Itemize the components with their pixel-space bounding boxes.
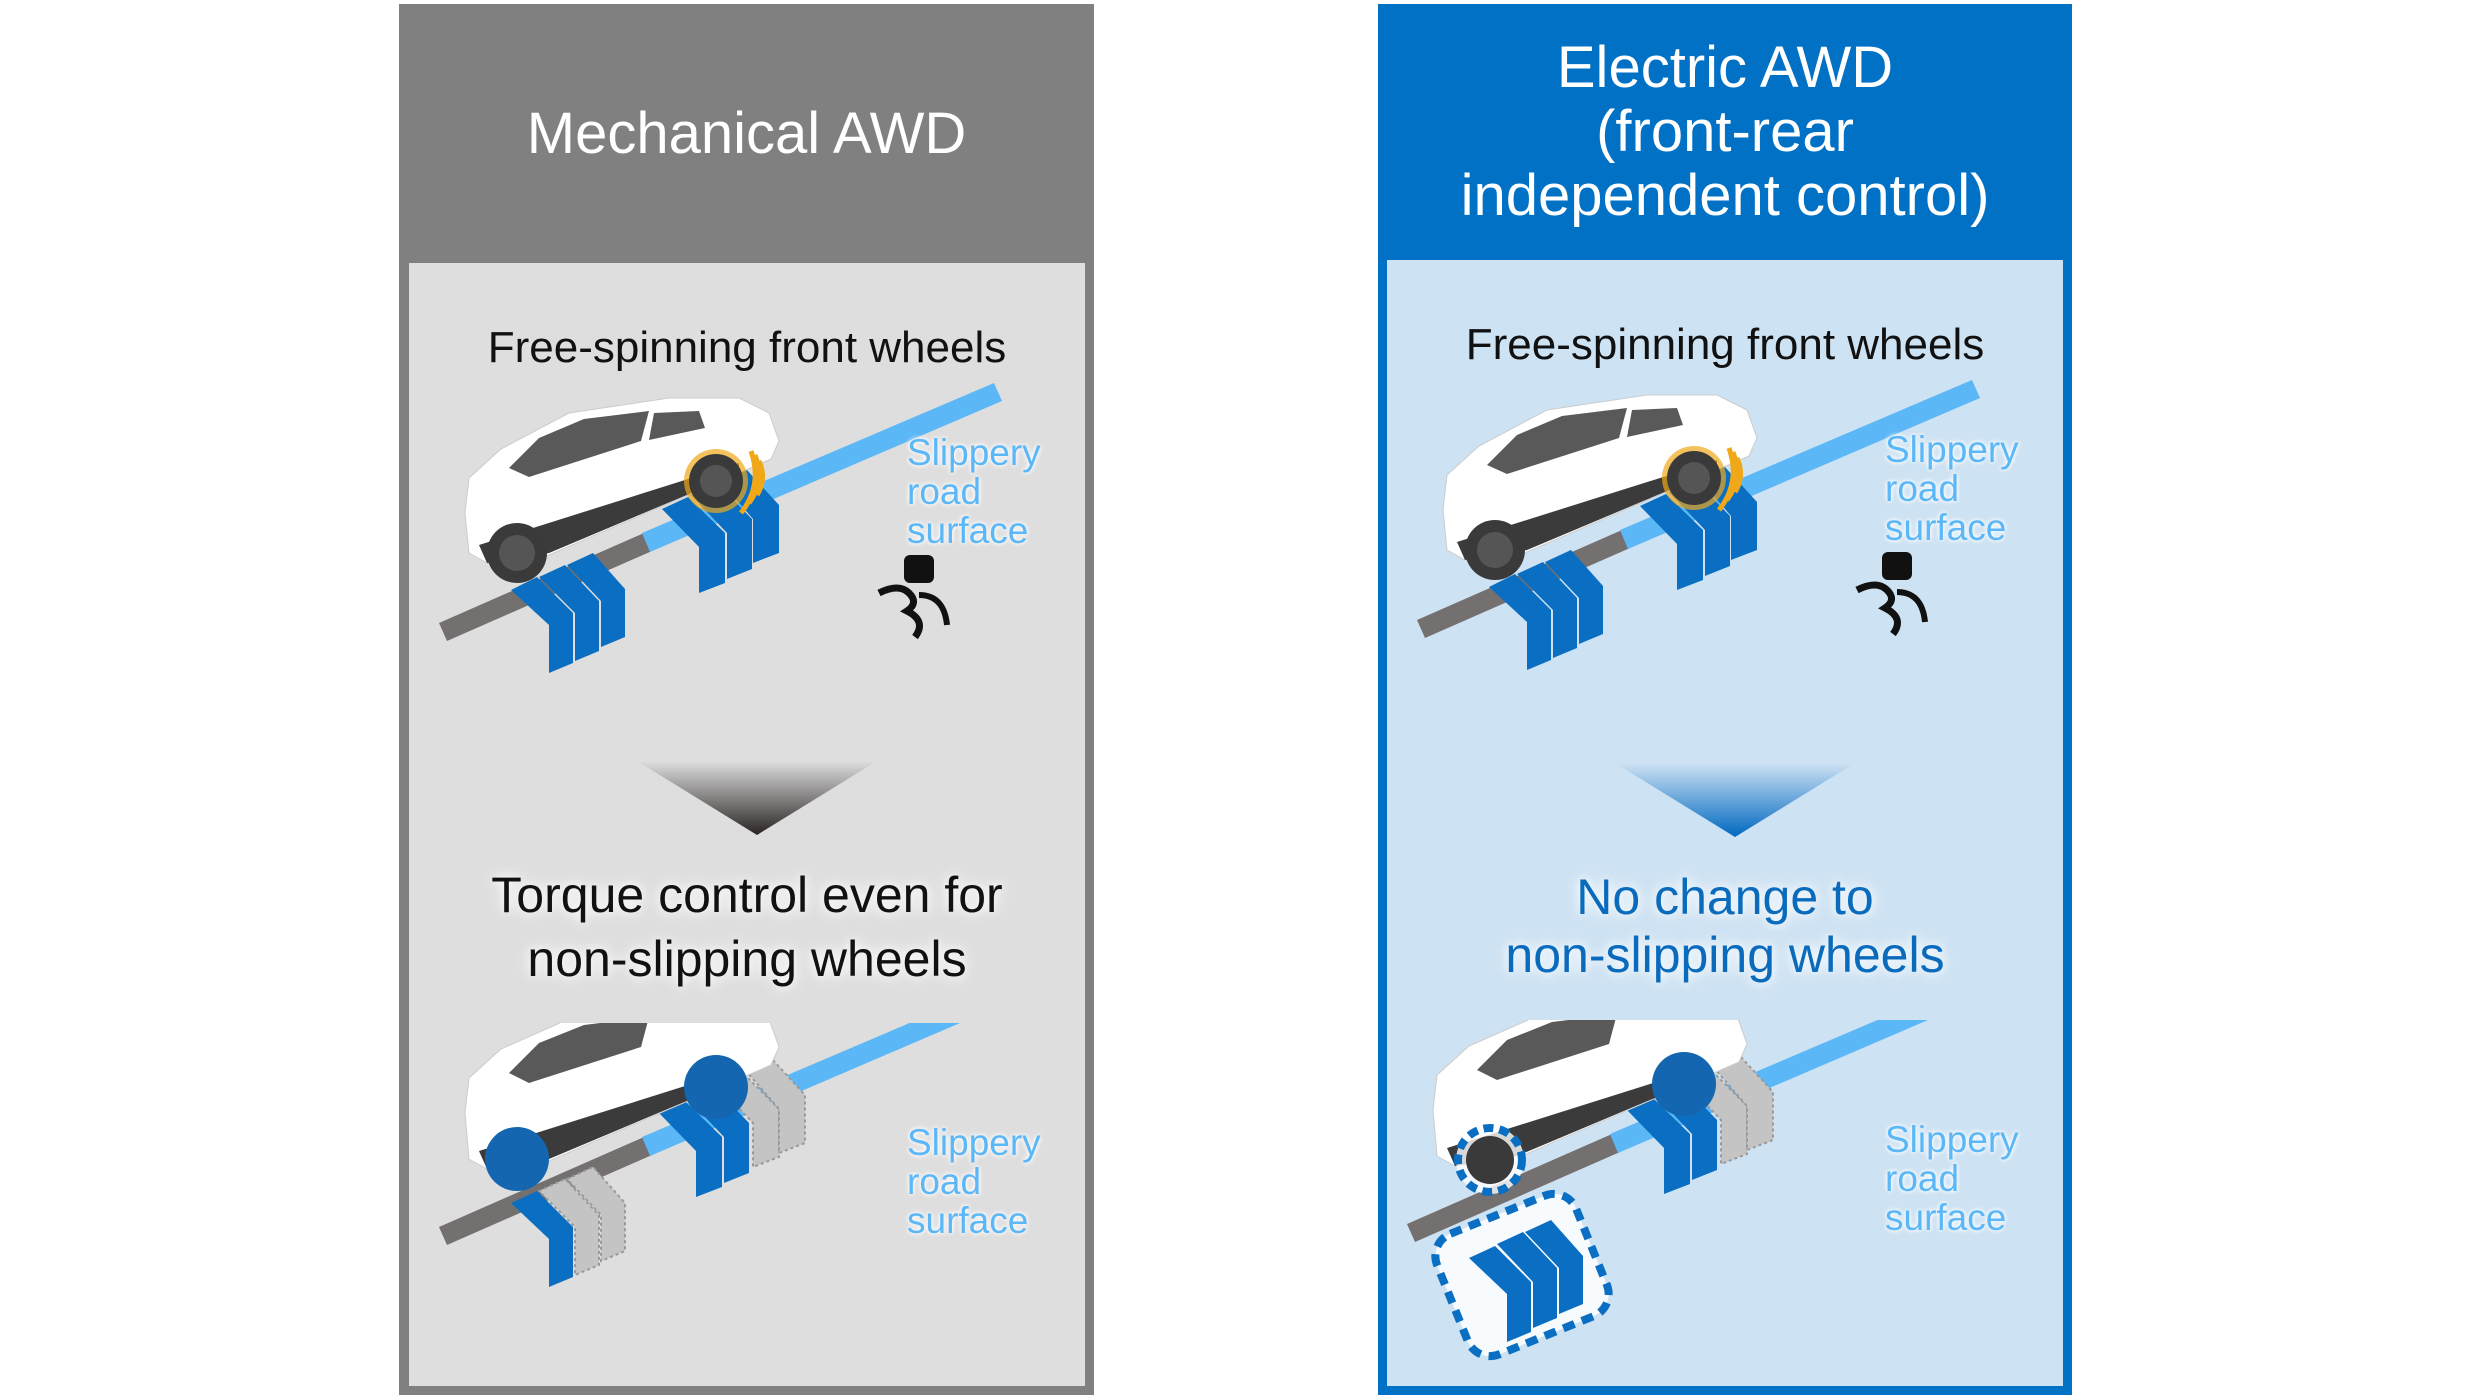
mechanical-awd-title: Mechanical AWD (526, 100, 967, 166)
caption-line: non-slipping wheels (527, 931, 967, 987)
slip-warning-icon (1855, 552, 1928, 637)
torque-chevron-icon (1469, 1220, 1583, 1342)
dry-road-segment (1407, 1134, 1620, 1242)
slippery-road-label: Slippery road surface (1885, 430, 2019, 547)
spinning-wheel-icon (684, 449, 765, 515)
torque-wheel-icon (485, 1055, 748, 1191)
spinning-wheel-icon (1662, 446, 1743, 512)
electric-awd-header: Electric AWD (front-rear independent con… (1378, 4, 2072, 260)
caption-line: No change to (1576, 869, 1874, 925)
torque-wheel-icon (1652, 1052, 1716, 1116)
electric-bottom-scene (1407, 1020, 1929, 1361)
torque-chevron-icon (511, 553, 625, 673)
slip-warning-icon (877, 555, 950, 640)
mechanical-top-caption: Free-spinning front wheels (487, 323, 1007, 372)
electric-awd-panel: Electric AWD (front-rear independent con… (1378, 4, 2072, 1395)
mechanical-awd-body: Free-spinning front wheels (409, 263, 1085, 1386)
down-arrow-icon (637, 761, 877, 835)
caption-line: non-slipping wheels (1505, 927, 1945, 983)
slippery-label-line: Slippery (907, 432, 1041, 473)
title-line: Electric AWD (1556, 35, 1894, 100)
mechanical-awd-panel: Mechanical AWD Free-spinning front wheel… (399, 4, 1094, 1395)
slippery-label-line: surface (907, 1200, 1029, 1241)
mechanical-top-scene (439, 383, 1002, 673)
mechanical-bottom-scene (439, 1023, 961, 1287)
highlight-dashed-wheel-icon (1454, 1124, 1526, 1196)
highlight-dashed-box-icon (1431, 1189, 1613, 1361)
slippery-label-line: Slippery (1885, 1119, 2019, 1160)
title-line: independent control) (1460, 163, 1990, 228)
slippery-label-line: Slippery (1885, 429, 2019, 470)
electric-awd-title: Electric AWD (front-rear independent con… (1461, 36, 1990, 228)
slippery-label-line: surface (907, 510, 1029, 551)
caption-line: Torque control even for (491, 867, 1003, 923)
mechanical-awd-header: Mechanical AWD (399, 4, 1094, 263)
electric-bottom-caption: No change to non-slipping wheels (1387, 868, 2063, 984)
slippery-label-line: road (907, 471, 982, 512)
title-line: (front-rear (1596, 99, 1854, 164)
down-arrow-icon (1615, 763, 1855, 837)
slippery-label-line: road (1885, 468, 1960, 509)
slippery-road-label: Slippery road surface (1885, 1120, 2019, 1237)
slippery-label-line: road (1885, 1158, 1960, 1199)
slippery-label-line: surface (1885, 507, 2007, 548)
car-icon (464, 397, 780, 564)
mechanical-bottom-caption: Torque control even for non-slipping whe… (409, 863, 1085, 991)
electric-top-caption: Free-spinning front wheels (1465, 320, 1985, 369)
electric-awd-body: Free-spinning front wheels (1387, 260, 2063, 1386)
slippery-label-line: road (907, 1161, 982, 1202)
slippery-road-label: Slippery road surface (907, 433, 1041, 550)
slippery-label-line: surface (1885, 1197, 2007, 1238)
electric-top-scene (1417, 380, 1980, 670)
rear-wheel-icon (1465, 520, 1525, 580)
rear-wheel-icon (487, 523, 547, 583)
car-icon (1442, 394, 1758, 561)
slippery-road-label: Slippery road surface (907, 1123, 1041, 1240)
slippery-label-line: Slippery (907, 1122, 1041, 1163)
